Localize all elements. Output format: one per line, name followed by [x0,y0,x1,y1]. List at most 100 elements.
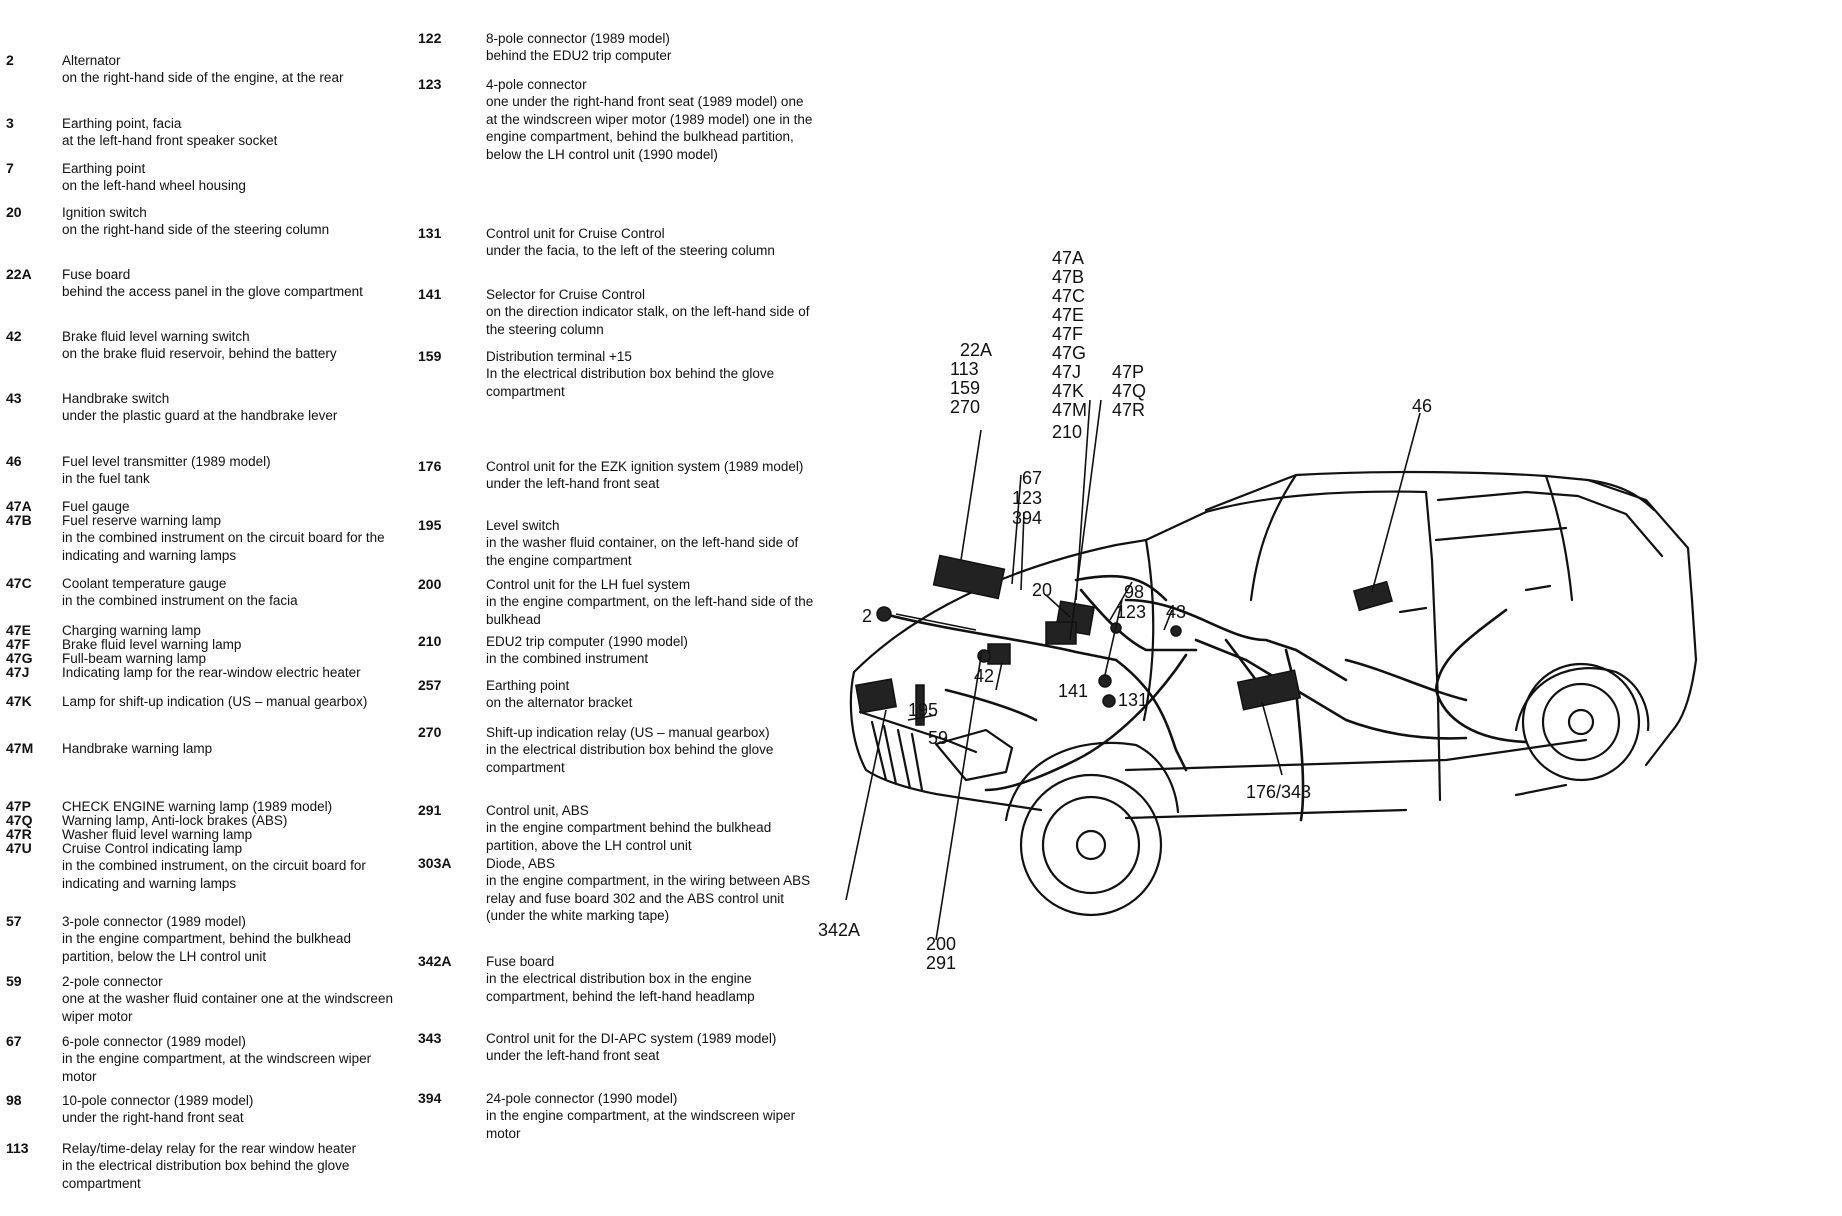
legend-item-text: Control unit for the EZK ignition system… [486,458,818,493]
legend-item-text: CHECK ENGINE warning lamp (1989 model) [62,798,394,815]
legend-item-title: Fuse board [62,267,131,282]
label-123-b: 123 [1116,602,1146,622]
legend-item-text: 6-pole connector (1989 model)in the engi… [62,1033,394,1085]
label-141: 141 [1058,681,1088,701]
legend-item-text: Control unit for the DI-APC system (1989… [486,1030,818,1065]
label-2: 2 [862,606,872,626]
legend-item-number: 7 [6,160,14,176]
legend-item-detail: one under the right-hand front seat (198… [486,94,813,162]
legend-item-title: Brake fluid level warning switch [62,329,250,344]
legend-item-title: Fuel gauge [62,499,130,514]
legend-item-detail: in the washer fluid container, on the le… [486,535,799,568]
legend-item-detail: in the engine compartment behind the bul… [486,820,772,853]
legend-item-detail: on the direction indicator stalk, on the… [486,304,810,337]
legend-item-detail: on the right-hand side of the steering c… [62,222,330,238]
legend-item-number: 131 [418,225,442,241]
label-113: 113 [950,359,979,379]
diagram-labels: 47A 47B 47C 47E 47F 47G 47J 47K 47M 47P … [818,248,1432,973]
legend-item-number: 176 [418,458,442,474]
legend-item-title: 3-pole connector (1989 model) [62,914,246,929]
legend-item-text: Fuel level transmitter (1989 model)in th… [62,453,394,488]
legend-item-number: 270 [418,724,442,740]
legend-item-text: Cruise Control indicating lamp in the com… [62,840,394,892]
legend-item-detail: in the fuel tank [62,471,150,487]
label-176-343: 176/343 [1246,782,1311,802]
legend-item-text: 24-pole connector (1990 model)in the eng… [486,1090,818,1142]
legend-item-title: 4-pole connector [486,77,587,92]
legend-item-title: Selector for Cruise Control [486,287,646,302]
legend-item-title: Charging warning lamp [62,623,201,638]
label-270: 270 [950,397,980,417]
label-47q: 47Q [1112,381,1146,401]
legend-item-detail: in the combined instrument, on the circu… [62,858,366,891]
legend-item-number: 47P [6,798,31,814]
legend-item-text: Full-beam warning lamp [62,650,394,667]
legend-item-number: 2 [6,52,14,68]
legend-item-number: 3 [6,115,14,131]
legend-item-number: 159 [418,348,442,364]
legend-item-title: Relay/time-delay relay for the rear wind… [62,1141,357,1156]
label-210: 210 [1052,422,1082,442]
legend-item-text: 3-pole connector (1989 model)in the engi… [62,913,394,965]
legend-item-text: Charging warning lamp [62,622,394,639]
legend-item-detail: under the plastic guard at the handbrake… [62,408,338,424]
legend-item-text: Selector for Cruise Control on the direct… [486,286,818,338]
legend-item-number: 343 [418,1030,442,1046]
legend-item-detail: in the combined instrument [486,651,649,667]
legend-item-title: Handbrake switch [62,391,170,406]
legend-item-detail: on the alternator bracket [486,695,633,711]
legend-item-text: Control unit for Cruise Control under the… [486,225,818,260]
legend-item-title: Control unit for the EZK ignition system… [486,459,804,474]
legend-item-number: 195 [418,517,442,533]
legend-item-text: 10-pole connector (1989 model)under the … [62,1092,394,1127]
legend-item-number: 98 [6,1092,22,1108]
label-59: 59 [928,728,948,748]
label-47m: 47M [1052,400,1087,420]
legend-item-title: Fuse board [486,954,555,969]
legend-item-title: Shift-up indication relay (US – manual g… [486,725,770,740]
legend-item-number: 59 [6,973,22,989]
label-98: 98 [1124,582,1144,602]
legend-item-title: Distribution terminal +15 [486,349,632,364]
legend-item-text: 8-pole connector (1989 model)behind the … [486,30,818,65]
legend-item-title: Earthing point [486,678,570,693]
leader-lines [845,399,1421,941]
legend-item-detail: in the combined instrument on the circui… [62,530,385,563]
legend-item-text: Indicating lamp for the rear-window elec… [62,664,394,681]
legend-item-detail: on the brake fluid reservoir, behind the… [62,346,337,362]
legend-item-title: 2-pole connector [62,974,163,989]
legend-item-title: Indicating lamp for the rear-window elec… [62,665,361,680]
legend-item-number: 42 [6,328,22,344]
car-wiring-diagram: 47A 47B 47C 47E 47F 47G 47J 47K 47M 47P … [818,248,1698,973]
legend-item-text: Fuse board in the electrical distribution… [486,953,818,1005]
legend-item-detail: one at the washer fluid container one at… [62,991,393,1024]
label-20: 20 [1032,580,1052,600]
legend-item-detail: in the engine compartment, at the windsc… [486,1108,796,1141]
legend-item-title: Control unit, ABS [486,803,589,818]
legend-item-text: 4-pole connector one under the right-hand… [486,76,818,163]
legend-item-title: Cruise Control indicating lamp [62,841,243,856]
legend-item-title: Earthing point, facia [62,116,182,131]
legend-item-title: 10-pole connector (1989 model) [62,1093,254,1108]
legend-item-number: 47G [6,650,33,666]
label-47f: 47F [1052,324,1083,344]
legend-item-number: 47M [6,740,34,756]
legend-item-detail: in the engine compartment, in the wiring… [486,873,811,924]
legend-item-title: Brake fluid level warning lamp [62,637,242,652]
legend-item-number: 57 [6,913,22,929]
legend-item-title: Control unit for Cruise Control [486,226,665,241]
legend-item-number: 46 [6,453,22,469]
legend-item-title: Alternator [62,53,121,68]
legend-item-number: 47F [6,636,31,652]
legend-item-detail: under the left-hand front seat [486,1048,660,1064]
legend-item-detail: in the electrical distribution box in th… [486,971,755,1004]
label-47g: 47G [1052,343,1086,363]
legend-item-title: Fuel reserve warning lamp [62,513,222,528]
legend-item-detail: under the facia, to the left of the stee… [486,243,775,259]
legend-item-text: Washer fluid level warning lamp [62,826,394,843]
legend-item-number: 47E [6,622,31,638]
